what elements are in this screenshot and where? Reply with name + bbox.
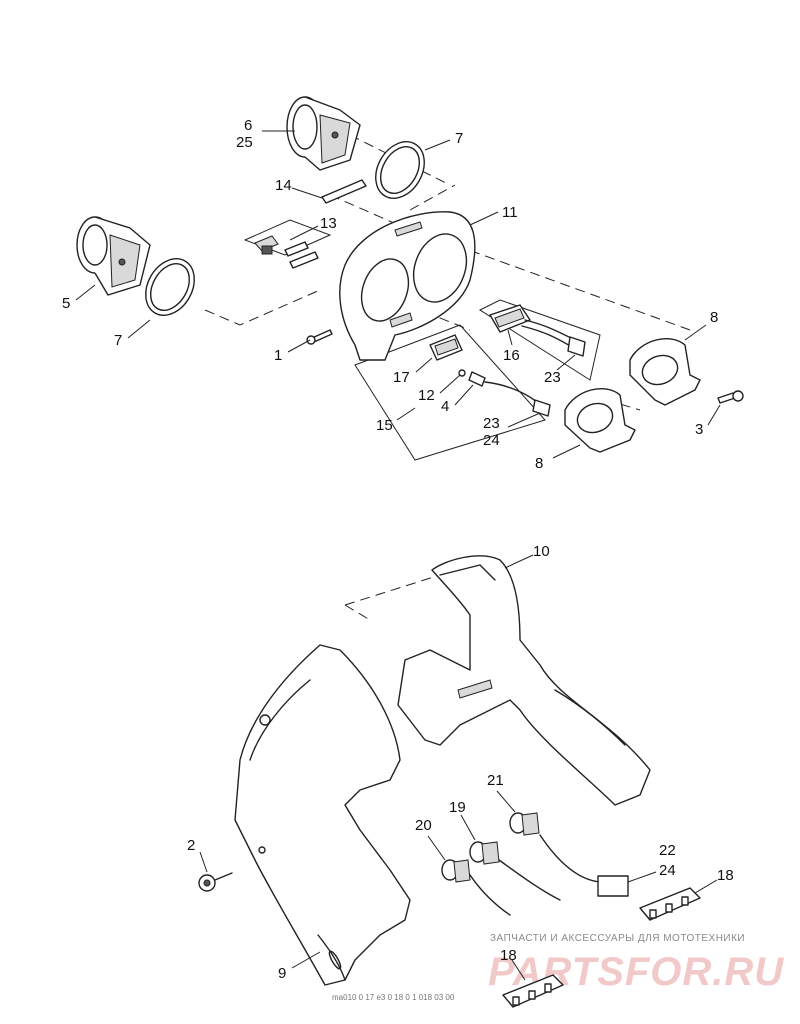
- connector-16: [489, 304, 586, 357]
- callout-23-upper: 23: [544, 369, 561, 386]
- screw-1: [306, 329, 333, 345]
- callout-12: 12: [418, 387, 435, 404]
- bezel-ring-7-left: [145, 258, 195, 316]
- callout-13: 13: [320, 215, 337, 232]
- callout-numbers: 6 25 7 14 13 11 5 7 1 8 16 17 23 12 4 3 …: [62, 117, 734, 982]
- gauge-5: [76, 216, 151, 296]
- lamp-socket-21: [509, 812, 629, 897]
- callout-19: 19: [449, 799, 466, 816]
- screw-3: [717, 390, 744, 404]
- screw-2: [198, 872, 233, 892]
- gasket-strip-14: [321, 179, 367, 204]
- callout-8-lower: 8: [535, 455, 543, 472]
- callout-17: 17: [393, 369, 410, 386]
- callout-7-top: 7: [455, 130, 463, 147]
- callout-22: 22: [659, 842, 676, 859]
- callout-23-lower: 23: [483, 415, 500, 432]
- clip-18-bottom: [502, 974, 564, 1008]
- bulb-socket-12-4: [458, 369, 551, 417]
- callout-7-left: 7: [114, 332, 122, 349]
- callout-5: 5: [62, 295, 70, 312]
- gauge-bracket-11: [339, 211, 476, 361]
- lamp-socket-20: [441, 859, 511, 916]
- callout-16: 16: [503, 347, 520, 364]
- connector-17: [429, 334, 463, 361]
- callout-14: 14: [275, 177, 292, 194]
- callout-8-upper: 8: [710, 309, 718, 326]
- lamp-socket-19: [469, 841, 561, 901]
- callout-18-bottom: 18: [500, 947, 517, 964]
- upper-shroud-10: [397, 555, 651, 806]
- callout-20: 20: [415, 817, 432, 834]
- callout-18-right: 18: [717, 867, 734, 884]
- clip-18-right: [639, 887, 701, 921]
- callout-10: 10: [533, 543, 550, 560]
- callout-24-upper: 24: [483, 432, 500, 449]
- lamp-bracket-8-lower: [564, 387, 636, 453]
- callout-6: 6: [244, 117, 252, 134]
- lamp-bracket-8-upper: [629, 337, 701, 406]
- callout-15: 15: [376, 417, 393, 434]
- callout-11: 11: [502, 204, 518, 221]
- bezel-ring-7-top: [375, 141, 425, 199]
- callout-2: 2: [187, 837, 195, 854]
- callout-4: 4: [441, 398, 449, 415]
- lower-shroud-9: [234, 644, 411, 986]
- callout-9: 9: [278, 965, 286, 982]
- callout-1: 1: [274, 347, 282, 364]
- callout-3: 3: [695, 421, 703, 438]
- gauge-6: [286, 96, 361, 171]
- assembly-lines: [204, 134, 691, 621]
- clips-13: [254, 235, 319, 269]
- callout-24-lower: 24: [659, 862, 676, 879]
- figure-code: ma010 0 17 e3 0 18 0 1 018 03 00: [332, 993, 455, 1002]
- callout-25: 25: [236, 134, 253, 151]
- watermark-tagline: ЗАПЧАСТИ И АКСЕССУАРЫ ДЛЯ МОТОТЕХНИКИ: [490, 933, 745, 944]
- leader-lines: [75, 130, 721, 981]
- callout-21: 21: [487, 772, 504, 789]
